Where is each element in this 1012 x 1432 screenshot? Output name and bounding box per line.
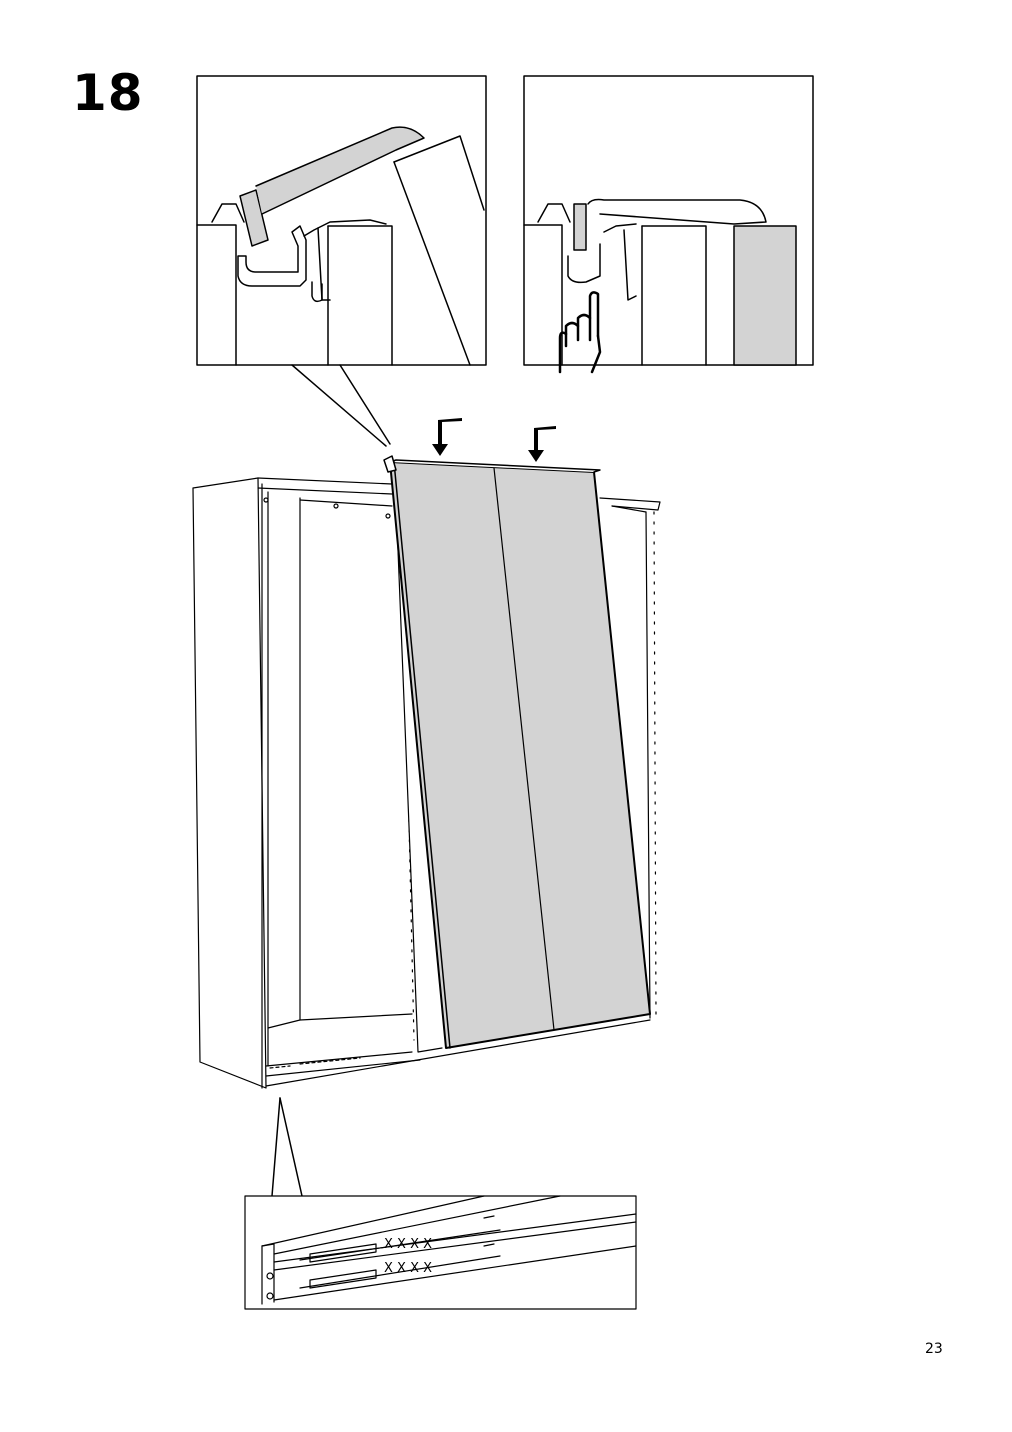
page-number: 23 bbox=[925, 1341, 943, 1357]
sliding-door-panel bbox=[383, 455, 651, 1049]
detail-top-rail-insert bbox=[196, 75, 487, 366]
step-number: 18 bbox=[72, 64, 144, 122]
detail-door-seated bbox=[523, 75, 814, 374]
detail-bottom-rail: X X X X X X X X bbox=[244, 1195, 637, 1310]
down-arrow-icon bbox=[432, 418, 556, 462]
svg-text:X X X X: X X X X bbox=[384, 1237, 432, 1252]
svg-text:X X X X: X X X X bbox=[384, 1261, 432, 1276]
hand-pointing-icon bbox=[558, 291, 602, 374]
